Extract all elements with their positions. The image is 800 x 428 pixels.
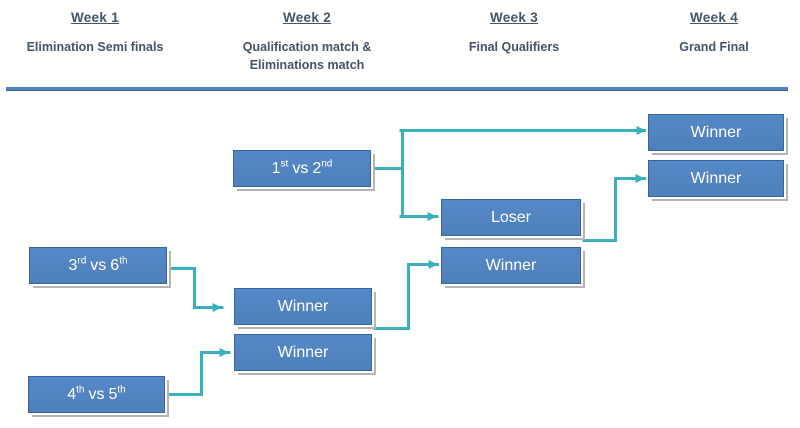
week-4-column-header: Week 4 Grand Final	[619, 10, 800, 56]
week-1-heading: Week 1	[70, 10, 120, 25]
week2-winner-box-2: Winner	[234, 334, 372, 371]
week-3-subtitle: Final Qualifiers	[468, 40, 560, 54]
result-label: Winner	[277, 343, 329, 361]
connector-week2-to-week3-winner	[373, 260, 440, 330]
week4-winner-box-2: Winner	[648, 160, 784, 197]
week-1-subtitle: Elimination Semi finals	[26, 40, 164, 54]
week-3-column-header: Week 3 Final Qualifiers	[419, 10, 609, 56]
week4-winner-box-1: Winner	[648, 114, 784, 151]
week-2-heading: Week 2	[282, 10, 332, 25]
week3-loser-box: Loser	[441, 199, 581, 236]
week2-winner-box-1: Winner	[234, 288, 372, 325]
result-label: Winner	[690, 169, 742, 187]
result-label: Loser	[490, 208, 532, 226]
week-2-column-header: Week 2 Qualification match & Elimination…	[222, 10, 392, 74]
week-4-heading: Week 4	[689, 10, 739, 25]
week3-winner-box: Winner	[441, 247, 581, 284]
week-2-subtitle: Qualification match & Eliminations match	[242, 40, 372, 73]
connector-4th5th-to-week2-winner	[162, 348, 231, 396]
result-label: Winner	[277, 297, 329, 315]
header-divider-rule	[6, 87, 788, 91]
connector-3rd6th-to-week2-winner	[166, 267, 224, 312]
result-label: Winner	[690, 123, 742, 141]
week-1-column-header: Week 1 Elimination Semi finals	[0, 10, 190, 56]
connector-week3-to-grand-final-2	[582, 174, 647, 242]
week-3-heading: Week 3	[489, 10, 539, 25]
result-label: Winner	[485, 256, 537, 274]
week-4-subtitle: Grand Final	[679, 40, 749, 54]
